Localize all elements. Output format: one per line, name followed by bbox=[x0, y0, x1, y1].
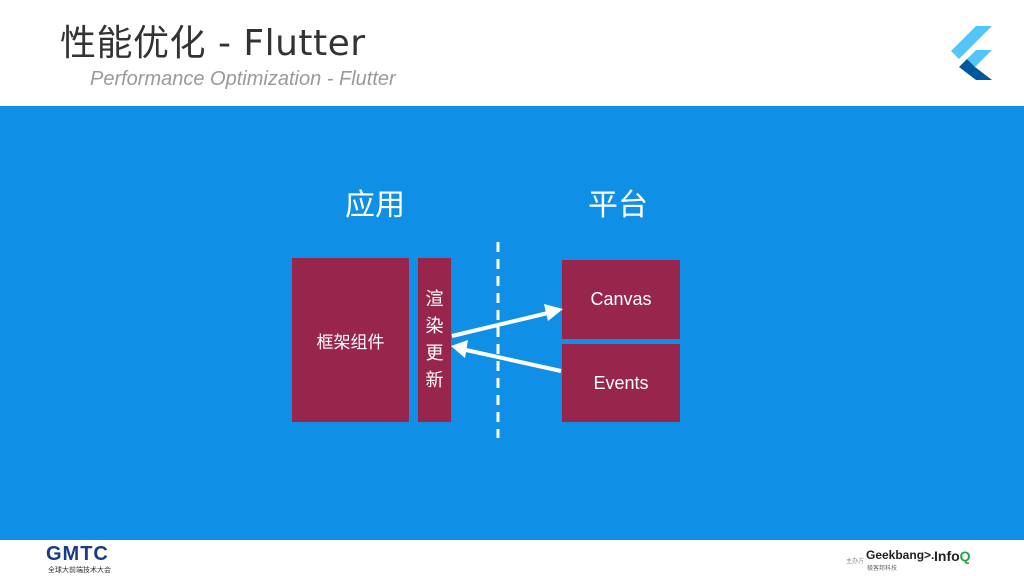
infoq-text: Info bbox=[934, 548, 960, 564]
framework-widgets-box: 框架组件 bbox=[292, 258, 409, 422]
slide-subtitle: Performance Optimization - Flutter bbox=[90, 68, 396, 90]
infoq-q: Q bbox=[959, 548, 971, 564]
infoq-logo: InfoQ bbox=[934, 548, 971, 564]
flutter-logo-icon bbox=[951, 26, 992, 80]
render-update-box: 渲 染 更 新 bbox=[418, 258, 451, 422]
slide-title: 性能优化 - Flutter bbox=[60, 23, 366, 64]
render-update-char: 染 bbox=[425, 316, 444, 337]
organizer-label: 主办方 bbox=[846, 558, 865, 565]
events-label: Events bbox=[593, 372, 649, 393]
slide-header bbox=[0, 0, 1024, 106]
gmtc-subtitle: 全球大前端技术大会 bbox=[48, 566, 111, 574]
events-box: Events bbox=[562, 344, 680, 422]
slide-footer bbox=[0, 540, 1024, 576]
app-column-label: 应用 bbox=[345, 188, 405, 223]
gmtc-logo: GMTC bbox=[46, 543, 109, 565]
framework-widgets-label: 框架组件 bbox=[316, 332, 385, 353]
geekbang-logo: Geekbang>. bbox=[866, 548, 935, 562]
geekbang-subtitle: 极客邦科技 bbox=[867, 565, 898, 572]
render-update-char: 新 bbox=[425, 370, 444, 391]
platform-column-label: 平台 bbox=[588, 188, 648, 223]
render-update-char: 渲 bbox=[425, 289, 444, 310]
canvas-label: Canvas bbox=[590, 289, 652, 309]
canvas-box: Canvas bbox=[562, 260, 680, 339]
render-update-char: 更 bbox=[425, 343, 444, 364]
diagram-panel bbox=[0, 106, 1024, 540]
